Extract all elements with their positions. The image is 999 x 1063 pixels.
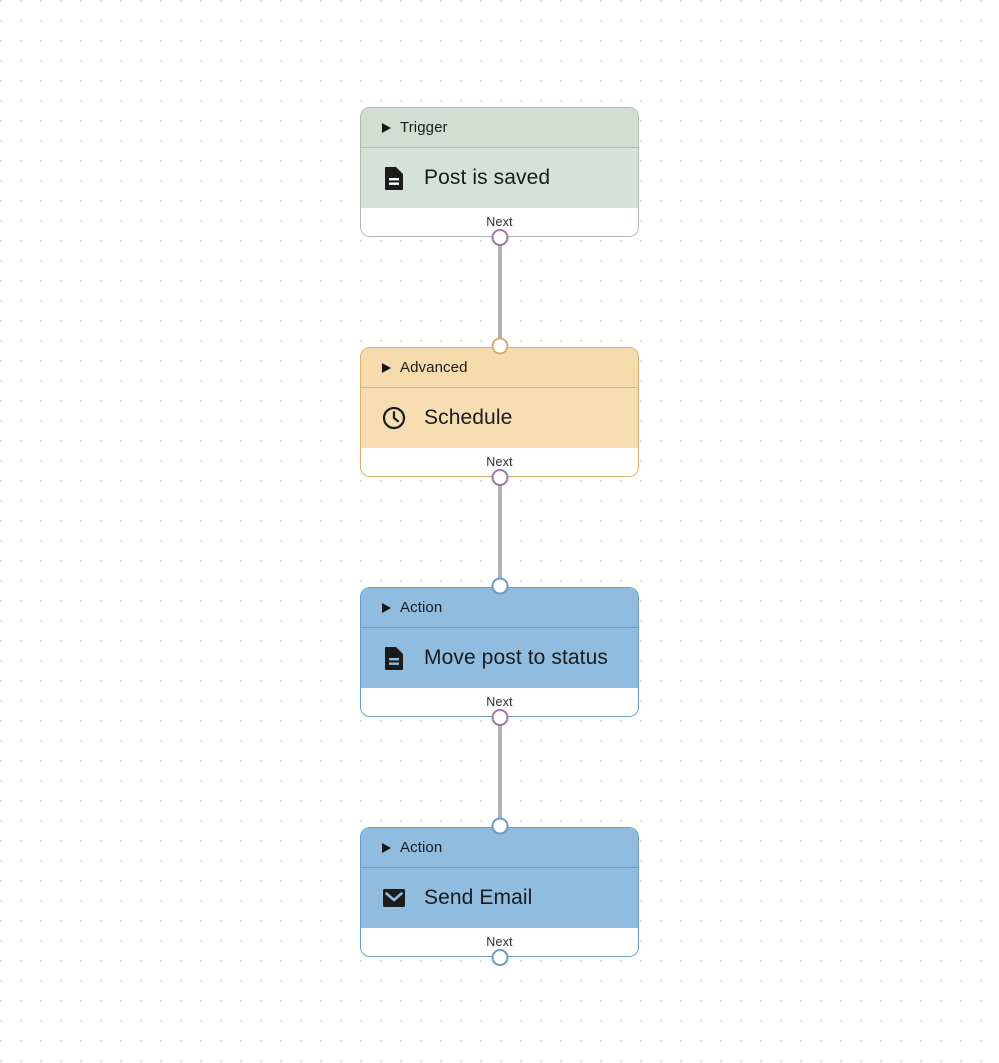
node-body-advanced[interactable]: Schedule bbox=[361, 388, 638, 448]
node-category-label: Action bbox=[400, 839, 443, 856]
clock-icon bbox=[382, 406, 406, 430]
node-category-label: Action bbox=[400, 599, 443, 616]
workflow-node-action-move-post[interactable]: Action Move post to status Next bbox=[360, 577, 639, 726]
node-footer-label: Next bbox=[486, 935, 513, 949]
node-body-action[interactable]: Move post to status bbox=[361, 628, 638, 688]
node-header-advanced[interactable]: Advanced bbox=[361, 348, 638, 388]
node-category-label: Trigger bbox=[400, 119, 448, 136]
node-body-trigger[interactable]: Post is saved bbox=[361, 148, 638, 208]
chevron-right-icon[interactable] bbox=[382, 602, 391, 613]
node-header-action[interactable]: Action bbox=[361, 588, 638, 628]
target-handle-action-send-email[interactable] bbox=[491, 817, 508, 835]
node-category-label: Advanced bbox=[400, 359, 468, 376]
workflow-node-trigger[interactable]: Trigger Post is saved Next bbox=[360, 107, 639, 246]
node-header-trigger[interactable]: Trigger bbox=[361, 108, 638, 148]
workflow-node-advanced[interactable]: Advanced Schedule Next bbox=[360, 337, 639, 486]
node-title: Send Email bbox=[424, 886, 533, 909]
target-handle-action-move-post[interactable] bbox=[491, 577, 508, 595]
node-title: Post is saved bbox=[424, 166, 551, 189]
node-header-action[interactable]: Action bbox=[361, 828, 638, 868]
workflow-node-action-send-email[interactable]: Action Send Email Next bbox=[360, 817, 639, 966]
source-handle-action-send-email[interactable] bbox=[491, 948, 508, 966]
node-title: Schedule bbox=[424, 406, 513, 429]
node-title: Move post to status bbox=[424, 646, 608, 669]
document-icon bbox=[382, 166, 406, 190]
chevron-right-icon[interactable] bbox=[382, 122, 391, 133]
source-handle-trigger[interactable] bbox=[491, 228, 508, 246]
node-footer-label: Next bbox=[486, 695, 513, 709]
document-icon bbox=[382, 646, 406, 670]
source-handle-action-move-post[interactable] bbox=[491, 708, 508, 726]
node-footer-label: Next bbox=[486, 455, 513, 469]
envelope-icon bbox=[382, 886, 406, 910]
source-handle-advanced[interactable] bbox=[491, 468, 508, 486]
chevron-right-icon[interactable] bbox=[382, 842, 391, 853]
node-body-action[interactable]: Send Email bbox=[361, 868, 638, 928]
chevron-right-icon[interactable] bbox=[382, 362, 391, 373]
target-handle-advanced[interactable] bbox=[491, 337, 508, 355]
node-footer-label: Next bbox=[486, 215, 513, 229]
